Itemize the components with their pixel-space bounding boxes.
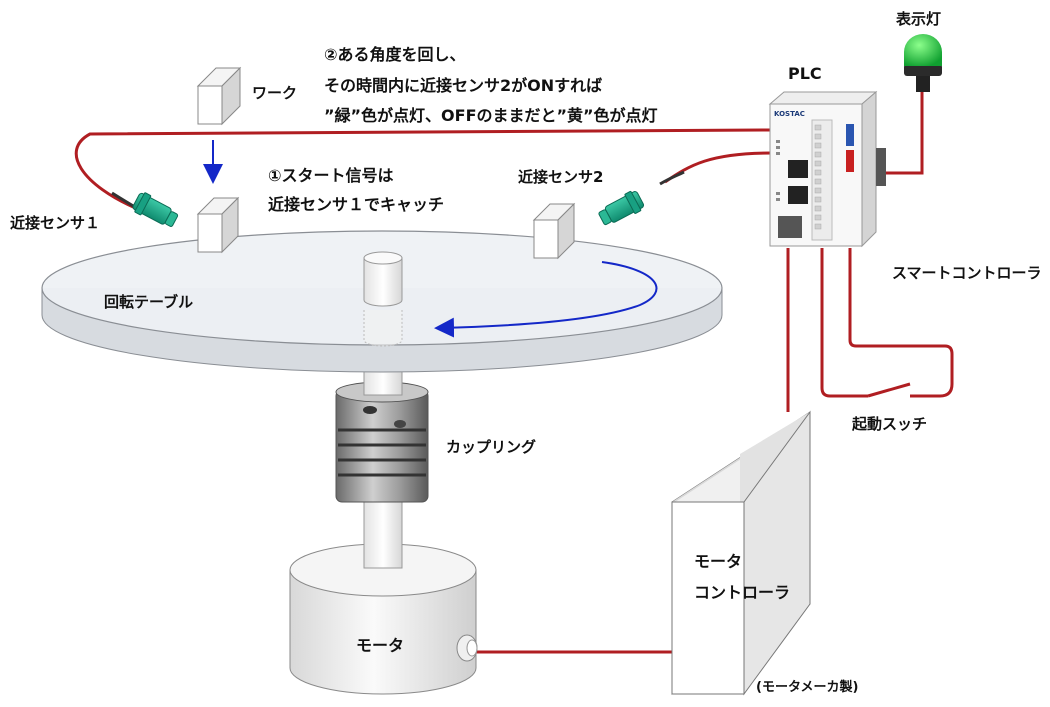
start-switch-label: 起動スッチ	[852, 415, 928, 433]
coupling-label: カップリング	[446, 438, 537, 456]
start-switch	[867, 382, 911, 398]
step1-note-line2: 近接センサ１でキャッチ	[268, 195, 445, 214]
sensor2-label: 近接センサ2	[518, 168, 604, 186]
indicator-label: 表示灯	[896, 10, 942, 28]
plc-brand: KOSTAC	[774, 110, 805, 118]
motor-label: モータ	[356, 636, 405, 655]
wires	[74, 92, 954, 654]
rotary-table	[41, 230, 723, 373]
wire-sensor1-plc	[74, 128, 771, 212]
plc-unit	[768, 90, 886, 248]
step2-note-line1: ②ある角度を回し、	[324, 45, 466, 64]
arrows	[203, 140, 658, 338]
sensor1-label: 近接センサ１	[10, 214, 101, 232]
step2-note-line2: その時間内に近接センサ2がONすれば	[324, 76, 603, 95]
sensor1-icon	[111, 191, 179, 227]
motor-controller	[671, 410, 811, 696]
motor-controller-label-line1: モータ	[694, 552, 743, 571]
wire-sensor2-plc	[664, 151, 773, 184]
plc-label: PLC	[788, 64, 822, 83]
work-label: ワーク	[252, 84, 298, 102]
wire-plc-switch-a	[848, 248, 954, 398]
work-piece-top	[196, 66, 242, 126]
rotation-arrow	[434, 261, 658, 338]
work-piece-table	[196, 196, 240, 254]
rotary-table-label: 回転テーブル	[104, 293, 194, 311]
smart-controller-label: スマートコントローラ	[892, 264, 1042, 282]
motor	[289, 543, 478, 695]
sensor2-icon	[598, 170, 685, 226]
wire-plc-indicator	[870, 92, 924, 175]
work-piece-sensor2	[532, 202, 576, 260]
maker-note: (モータメーカ製)	[756, 680, 859, 695]
step2-note-line3: ”緑”色が点灯、OFFのままだと”黄”色が点灯	[324, 106, 658, 125]
motor-controller-label-line2: コントローラ	[694, 583, 791, 602]
lower-shaft	[363, 489, 403, 569]
indicator-lamp-icon	[904, 34, 942, 92]
wire-plc-switch-b	[820, 248, 868, 398]
step1-note-line1: ①スタート信号は	[268, 166, 394, 185]
coupling	[335, 381, 429, 503]
